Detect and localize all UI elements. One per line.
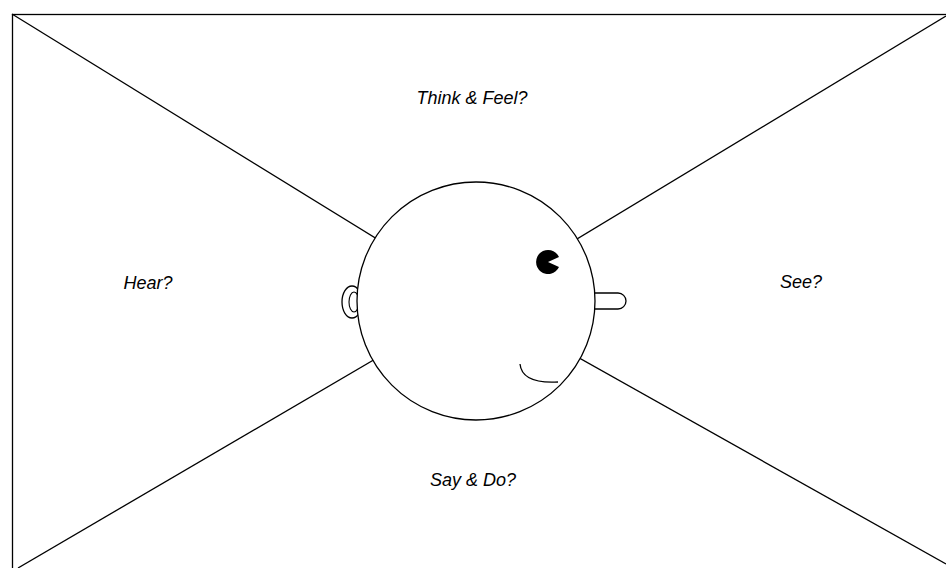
quadrant-label: Say & Do?: [430, 470, 516, 491]
mouth: [520, 364, 558, 382]
eye: [536, 250, 559, 274]
quadrant-label: Hear?: [123, 273, 172, 294]
quadrant-label: See?: [780, 272, 822, 293]
divider-line: [476, 16, 946, 300]
head-circle: [357, 182, 595, 420]
map-border: [13, 15, 946, 568]
quadrant-label: Think & Feel?: [416, 88, 527, 109]
